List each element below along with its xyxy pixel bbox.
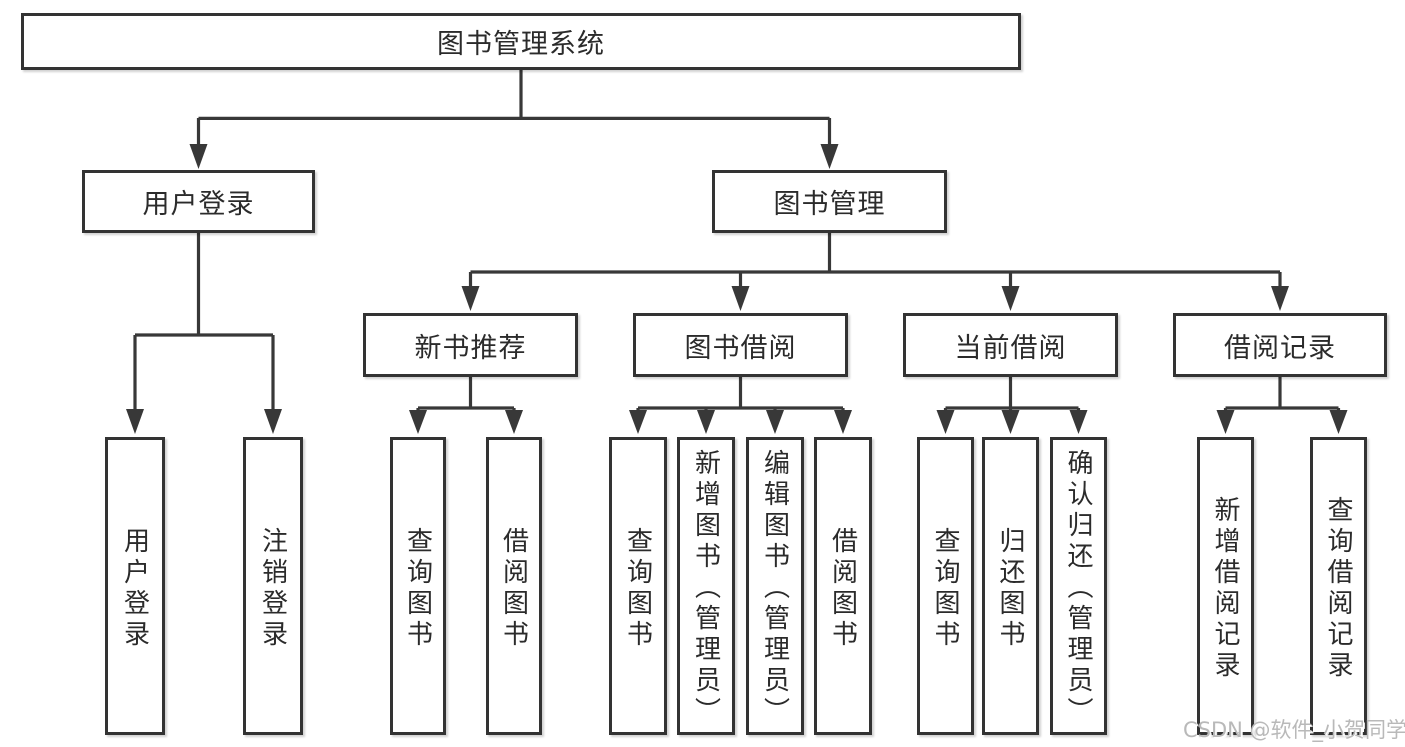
arrowheads — [126, 144, 1348, 434]
node-library-system-label: 图书管理系统 — [437, 29, 605, 60]
node-book-borrowing-label: 图书借阅 — [684, 332, 797, 364]
node-borrowing-records: 借阅记录 — [1173, 313, 1387, 377]
node-new-book-recommend-label: 新书推荐 — [414, 332, 527, 364]
node-book-borrowing: 图书借阅 — [633, 313, 848, 377]
node-user-login: 用户登录 — [82, 170, 315, 233]
leaf-borrow-books: 借阅图书 — [814, 437, 872, 735]
leaf-add-borrow-record: 新增借阅记录 — [1197, 437, 1254, 735]
node-new-book-recommend: 新书推荐 — [363, 313, 578, 377]
node-borrowing-records-label: 借阅记录 — [1224, 332, 1336, 364]
node-library-system: 图书管理系统 — [21, 13, 1021, 70]
node-current-borrowing: 当前借阅 — [903, 313, 1118, 377]
node-current-borrowing-label: 当前借阅 — [954, 332, 1067, 364]
leaf-user-login: 用户登录 — [105, 437, 165, 735]
leaf-query-borrow-record: 查询借阅记录 — [1310, 437, 1367, 735]
leaf-query-books-recommend: 查询图书 — [390, 437, 446, 735]
leaf-query-books-borrowing: 查询图书 — [609, 437, 667, 735]
node-book-management-label: 图书管理 — [773, 189, 886, 220]
leaf-return-book: 归还图书 — [982, 437, 1039, 735]
leaf-query-books-current: 查询图书 — [917, 437, 974, 735]
node-book-management: 图书管理 — [712, 170, 947, 233]
csdn-watermark: CSDN @软件_小贺同学 — [1183, 718, 1405, 742]
leaf-logout: 注销登录 — [243, 437, 303, 735]
leaf-edit-book-admin: 编辑图书（管理员） — [746, 437, 804, 735]
node-user-login-label: 用户登录 — [142, 189, 255, 220]
leaf-borrow-books-recommend: 借阅图书 — [486, 437, 542, 735]
leaf-confirm-return-admin: 确认归还（管理员） — [1050, 437, 1107, 735]
leaf-add-book-admin: 新增图书（管理员） — [677, 437, 735, 735]
